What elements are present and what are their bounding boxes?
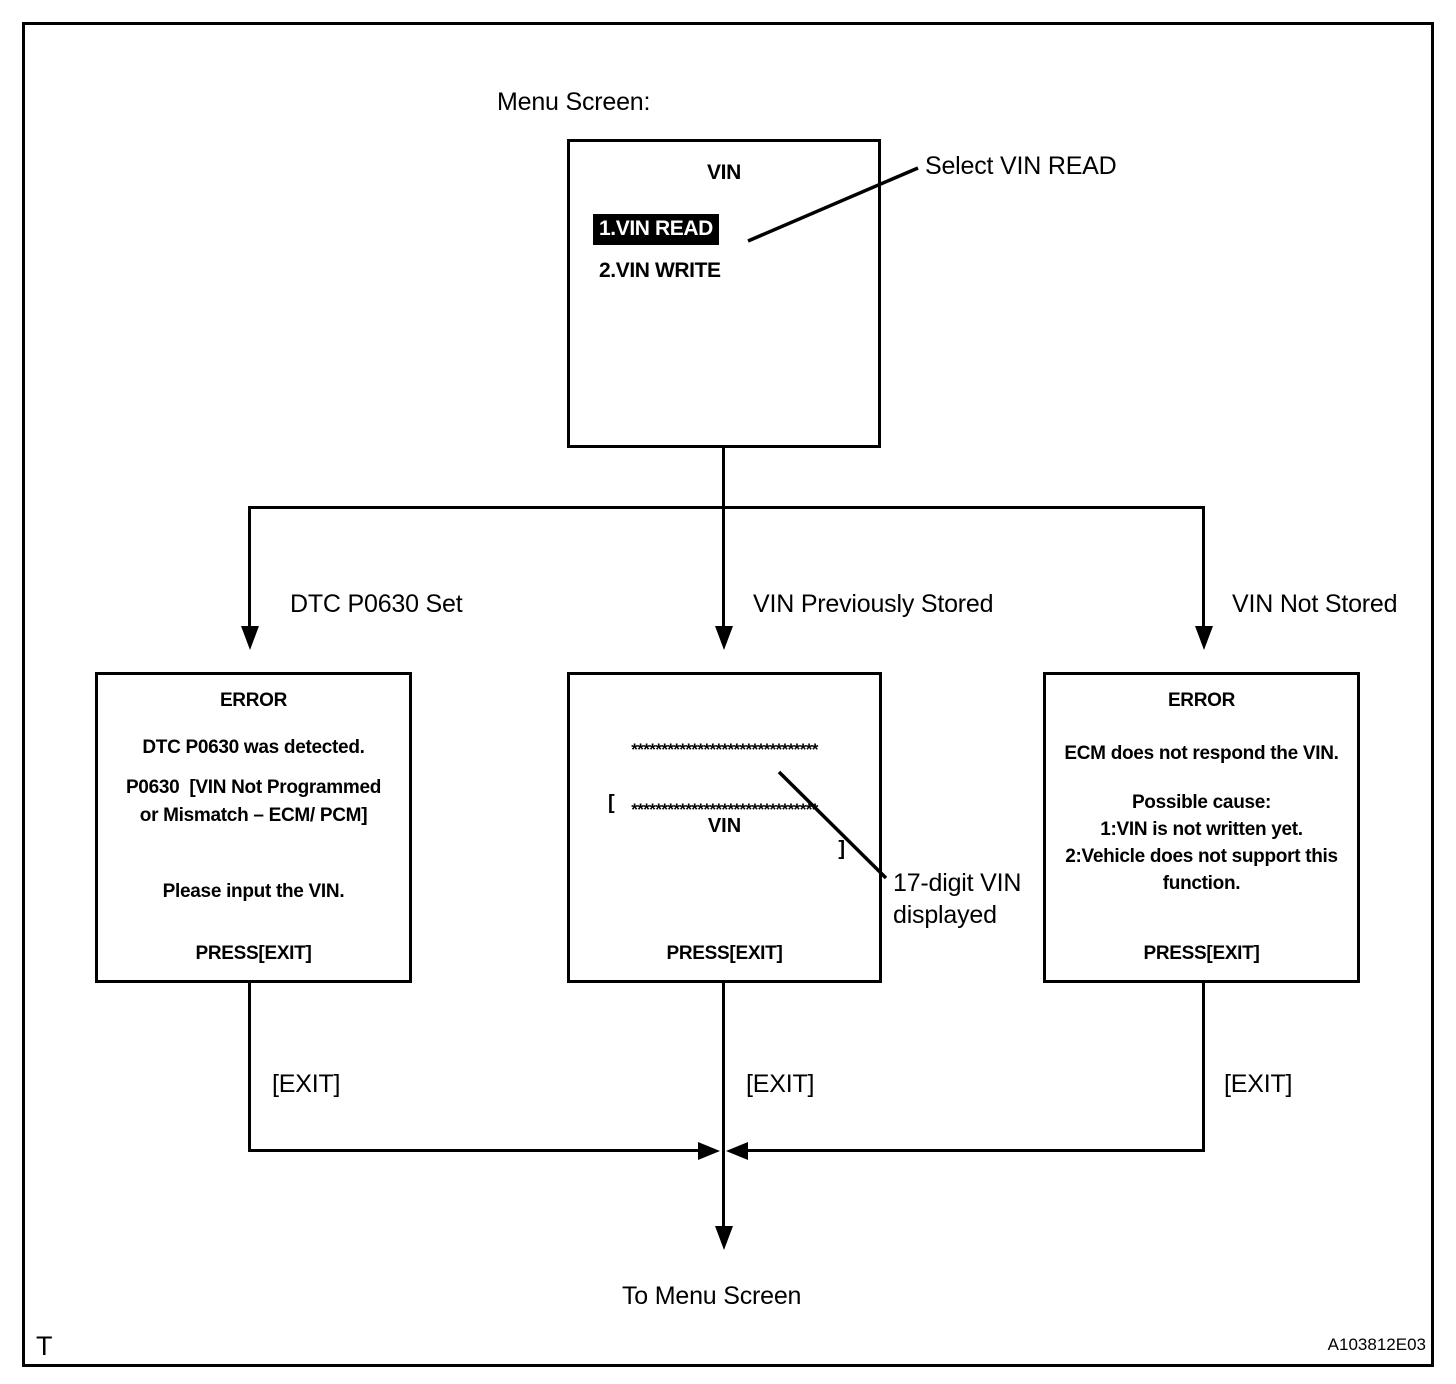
exit-label-right: [EXIT]	[1224, 1070, 1293, 1098]
dtc-error-line-1: DTC P0630 was detected.	[142, 737, 365, 758]
dtc-error-footer: PRESS[EXIT]	[195, 943, 312, 964]
sheet-mark-t: T	[36, 1331, 53, 1361]
no-response-line-2: Possible cause:	[1131, 792, 1272, 813]
connector-menu-to-bus	[722, 448, 725, 507]
vin-display-screen-box: ******************************* [ VIN ] …	[567, 672, 882, 983]
vin-display-footer: PRESS[EXIT]	[666, 943, 783, 964]
connector-to-menu-return	[722, 1149, 725, 1229]
split-bus	[248, 506, 1205, 509]
vin-stars-bottom: *******************************	[631, 800, 818, 819]
dtc-error-screen-box: ERROR DTC P0630 was detected. P0630 [VIN…	[95, 672, 412, 983]
menu-screen-caption: Menu Screen:	[497, 88, 651, 116]
exit-leg-center	[722, 983, 725, 1151]
no-response-line-3: 1:VIN is not written yet.	[1100, 819, 1303, 840]
figure-id-label: A103812E03	[1327, 1335, 1426, 1354]
merge-bus-left	[248, 1149, 700, 1152]
vin-bracket-right: ]	[838, 838, 845, 860]
branch-arrow-center	[715, 626, 733, 650]
vin-annotation-line-2: displayed	[893, 901, 997, 929]
branch-label-dtc-set: DTC P0630 Set	[290, 590, 463, 618]
dtc-error-title: ERROR	[219, 690, 288, 711]
merge-arrow-right	[726, 1142, 748, 1160]
vin-value-row: [ VIN ]	[570, 769, 879, 884]
exit-label-center: [EXIT]	[746, 1070, 815, 1098]
no-response-line-5: function.	[1162, 873, 1241, 894]
no-response-line-4: 2:Vehicle does not support this	[1065, 846, 1338, 867]
branch-leg-right	[1202, 506, 1205, 629]
menu-item-vin-write[interactable]: 2.VIN WRITE	[599, 259, 721, 282]
figure-border	[22, 22, 1434, 1367]
branch-arrow-left	[241, 626, 259, 650]
branch-label-vin-stored: VIN Previously Stored	[753, 590, 994, 618]
exit-leg-left	[248, 983, 251, 1151]
vin-bracket-left: [	[608, 792, 615, 814]
menu-screen-box: VIN 1.VIN READ 2.VIN WRITE	[567, 139, 881, 448]
branch-label-vin-not-stored: VIN Not Stored	[1232, 590, 1398, 618]
exit-label-left: [EXIT]	[272, 1070, 341, 1098]
exit-leg-right	[1202, 983, 1205, 1151]
branch-leg-center	[722, 506, 725, 629]
select-vin-read-annotation: Select VIN READ	[925, 152, 1117, 180]
merge-bus-right	[748, 1149, 1205, 1152]
no-response-error-screen-box: ERROR ECM does not respond the VIN. Poss…	[1043, 672, 1360, 983]
menu-screen-title: VIN	[706, 161, 742, 184]
return-arrow	[715, 1226, 733, 1250]
dtc-error-line-3: or Mismatch – ECM/ PCM]	[139, 805, 368, 826]
branch-leg-left	[248, 506, 251, 629]
return-to-menu-label: To Menu Screen	[622, 1282, 802, 1310]
vin-value-text: VIN	[707, 815, 742, 837]
vin-annotation-line-1: 17-digit VIN	[893, 869, 1022, 897]
no-response-line-1: ECM does not respond the VIN.	[1064, 743, 1339, 764]
no-response-title: ERROR	[1167, 690, 1236, 711]
dtc-error-line-2: P0630 [VIN Not Programmed	[125, 777, 382, 798]
menu-item-vin-read[interactable]: 1.VIN READ	[593, 214, 719, 245]
no-response-footer: PRESS[EXIT]	[1143, 943, 1260, 964]
merge-arrow-left	[698, 1142, 720, 1160]
branch-arrow-right	[1195, 626, 1213, 650]
vin-stars-top: *******************************	[631, 740, 818, 759]
dtc-error-line-4: Please input the VIN.	[162, 881, 345, 902]
